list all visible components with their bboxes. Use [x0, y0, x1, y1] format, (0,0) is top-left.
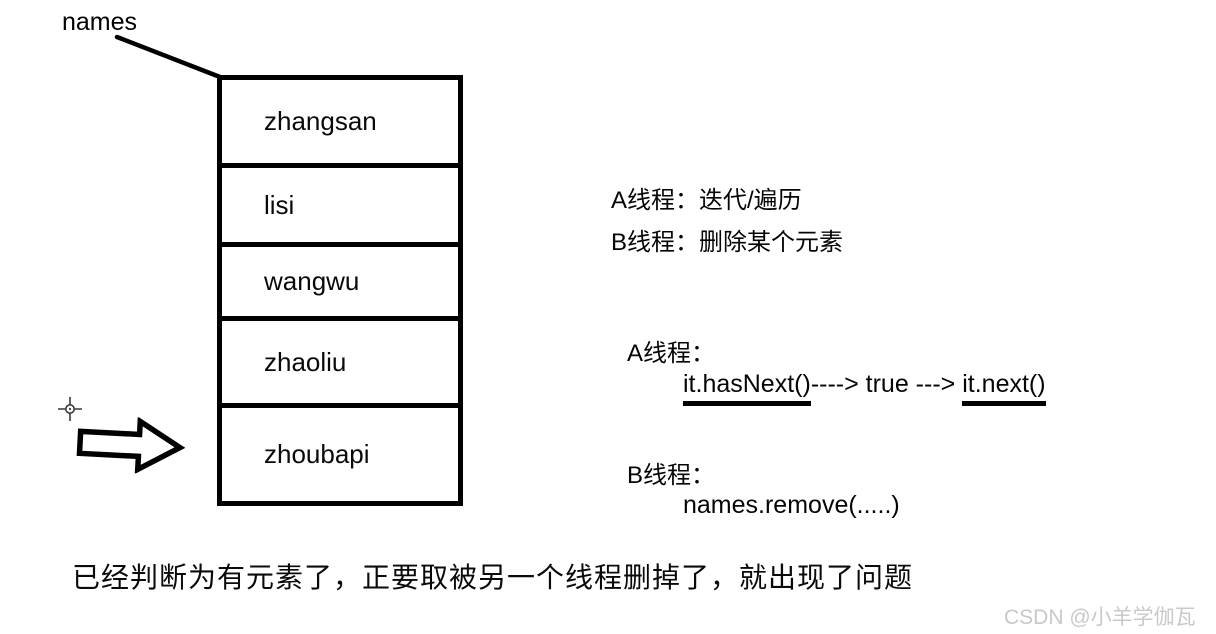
list-item-text: zhangsan	[264, 106, 377, 136]
list-item-text: wangwu	[264, 266, 360, 296]
list-cell: wangwu	[222, 242, 458, 316]
crosshair-cursor-icon	[58, 397, 82, 421]
conclusion-text: 已经判断为有元素了，正要取被另一个线程删掉了，就出现了问题	[72, 562, 914, 593]
threads-overview: A线程：迭代/遍历 B线程：删除某个元素	[611, 180, 843, 264]
code-hasnext: it.hasNext()	[683, 370, 811, 406]
list-cell: zhangsan	[222, 80, 458, 163]
thread-b-role: B线程：删除某个元素	[611, 229, 844, 256]
thread-a-role: A线程：迭代/遍历	[611, 187, 802, 214]
list-variable-label: names	[62, 8, 138, 36]
watermark-text: CSDN @小羊学伽瓦	[1004, 606, 1196, 629]
code-next: it.next()	[962, 370, 1046, 406]
list-item-text: lisi	[264, 189, 295, 220]
list-cell: lisi	[222, 163, 458, 242]
list-cell: zhoubapi	[222, 403, 458, 501]
list-item-text: zhoubapi	[264, 439, 370, 469]
list-box: zhangsan lisi wangwu zhaoliu zhoubapi	[217, 75, 463, 506]
thread-a-code-line: it.hasNext()----> true ---> it.next()	[683, 370, 1046, 406]
thread-b-label: B线程：	[627, 462, 716, 489]
thread-b-code-line: names.remove(.....)	[683, 491, 900, 519]
pointer-line	[114, 34, 223, 80]
thread-a-label: A线程：	[627, 340, 716, 367]
block-arrow-icon	[76, 416, 186, 475]
list-item-text: zhaoliu	[264, 346, 347, 377]
list-cell: zhaoliu	[222, 316, 458, 403]
code-arrow-true: ----> true --->	[810, 370, 963, 398]
